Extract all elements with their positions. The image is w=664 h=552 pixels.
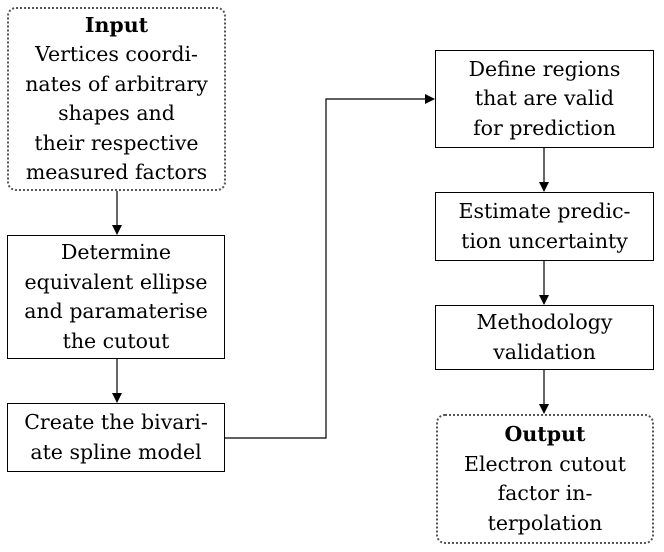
- output-text-line: factor in-: [497, 481, 593, 505]
- uncertainty-text-line: Estimate predic-: [458, 199, 631, 223]
- ellipse-step-box: Determine equivalent ellipse and paramat…: [7, 235, 225, 359]
- output-box: Output Electron cutout factor in- terpol…: [436, 414, 654, 544]
- validation-step-box: Methodology validation: [435, 305, 654, 370]
- input-text-line: shapes and: [58, 101, 175, 125]
- output-heading: Output: [504, 422, 586, 446]
- input-text-line: Vertices coordi-: [35, 42, 198, 66]
- ellipse-text-line: Determine: [60, 240, 172, 264]
- validation-text-line: validation: [493, 339, 596, 364]
- regions-text-line: for prediction: [473, 115, 616, 140]
- ellipse-text-line: the cutout: [62, 328, 170, 353]
- validation-text-line: Methodology: [476, 310, 613, 334]
- input-box: Input Vertices coordi- nates of arbitrar…: [7, 7, 226, 191]
- ellipse-text-line: and paramaterise: [24, 299, 208, 323]
- input-heading: Input: [84, 12, 149, 37]
- input-text-line: measured factors: [25, 160, 208, 184]
- ellipse-text-line: equivalent ellipse: [24, 269, 208, 294]
- uncertainty-text-line: tion uncertainty: [461, 228, 628, 253]
- output-text-line: Electron cutout: [464, 451, 626, 476]
- arrow-spline-to-regions: [225, 94, 435, 439]
- spline-text-line: Create the bivari-: [24, 410, 208, 434]
- input-text-line: their respective: [34, 130, 199, 155]
- regions-step-box: Define regions that are valid for predic…: [435, 50, 654, 148]
- output-text-line: terpolation: [487, 510, 603, 535]
- regions-text-line: Define regions: [468, 56, 621, 81]
- spline-text-line: ate spline model: [30, 439, 202, 464]
- input-text-line: nates of arbitrary: [25, 71, 208, 96]
- uncertainty-step-box: Estimate predic- tion uncertainty: [435, 192, 654, 261]
- regions-text-line: that are valid: [474, 86, 615, 111]
- spline-step-box: Create the bivari- ate spline model: [7, 403, 225, 472]
